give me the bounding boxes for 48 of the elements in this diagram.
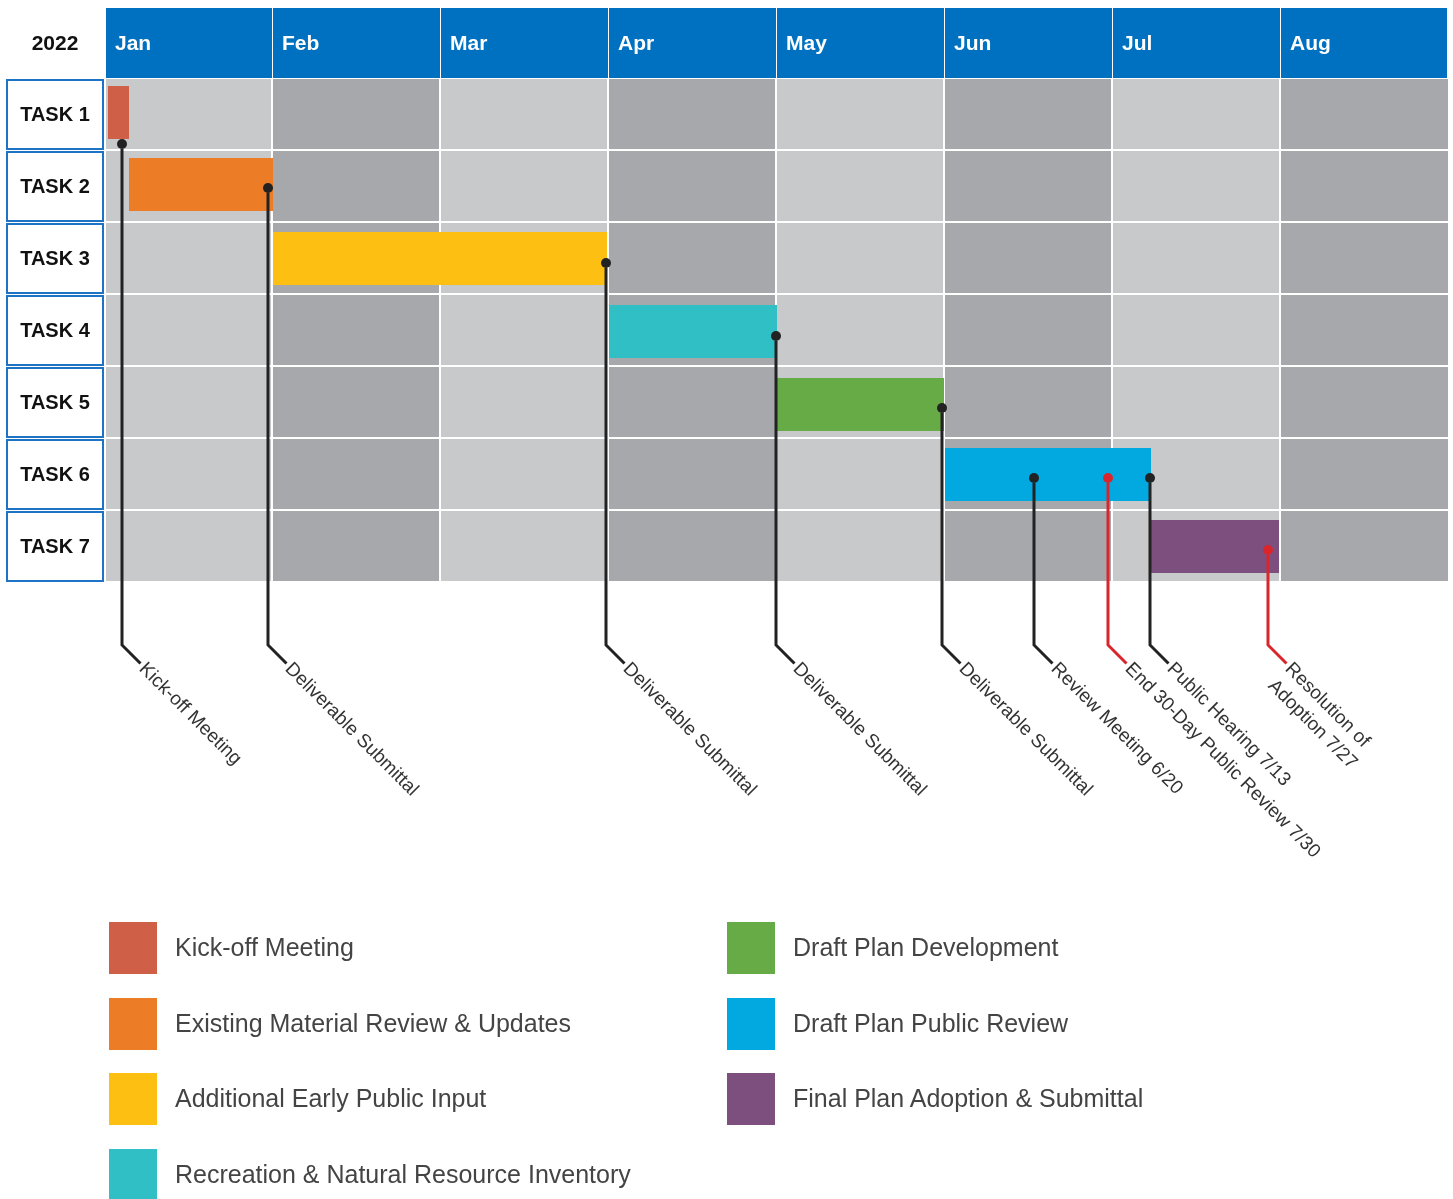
milestone-dot — [771, 331, 781, 341]
task-bar — [273, 232, 607, 285]
leader-line — [266, 193, 288, 665]
leader-line — [120, 149, 142, 665]
task-label: TASK 7 — [6, 511, 104, 582]
legend-label: Final Plan Adoption & Submittal — [793, 1084, 1144, 1113]
legend-label: Draft Plan Public Review — [793, 1008, 1069, 1038]
leader-line — [940, 413, 962, 665]
month-header: Apr — [609, 8, 776, 78]
month-header: Jan — [106, 8, 272, 78]
task-label: TASK 6 — [6, 439, 104, 510]
task-label: TASK 5 — [6, 367, 104, 438]
task-bar — [129, 158, 273, 211]
task-bar — [108, 86, 129, 139]
task-bar — [609, 305, 777, 358]
legend-label: Recreation & Natural Resource Inventory — [175, 1159, 631, 1189]
milestone-dot — [937, 403, 947, 413]
leader-line — [774, 341, 796, 665]
task-bar — [1151, 520, 1279, 573]
milestone-dot — [601, 258, 611, 268]
leader-line — [1032, 483, 1054, 665]
task-bar — [945, 448, 1151, 501]
legend-label: Kick-off Meeting — [175, 933, 354, 962]
task-label: TASK 2 — [6, 151, 104, 222]
task-label: TASK 3 — [6, 223, 104, 294]
legend-label: Draft Plan Development — [793, 933, 1059, 962]
task-label: TASK 4 — [6, 295, 104, 366]
task-bar — [777, 378, 944, 431]
milestone-dot — [1145, 473, 1155, 483]
milestone-dot — [1263, 545, 1273, 555]
leader-line — [1148, 483, 1170, 665]
legend-label: Existing Material Review & Updates — [175, 1008, 571, 1038]
month-header: Aug — [1281, 8, 1447, 78]
task-label: TASK 1 — [6, 79, 104, 150]
month-header: Jul — [1113, 8, 1280, 78]
month-header: Mar — [441, 8, 608, 78]
milestone-dot — [117, 139, 127, 149]
month-header: May — [777, 8, 944, 78]
month-header: Feb — [273, 8, 440, 78]
leader-line — [604, 268, 626, 665]
milestone-dot — [1103, 473, 1113, 483]
leader-line — [1266, 555, 1288, 665]
month-header: Jun — [945, 8, 1112, 78]
leader-line — [1106, 483, 1128, 665]
milestone-dot — [1029, 473, 1039, 483]
year-label: 2022 — [6, 8, 104, 78]
legend-label: Additional Early Public Input — [175, 1084, 487, 1113]
milestone-dot — [263, 183, 273, 193]
